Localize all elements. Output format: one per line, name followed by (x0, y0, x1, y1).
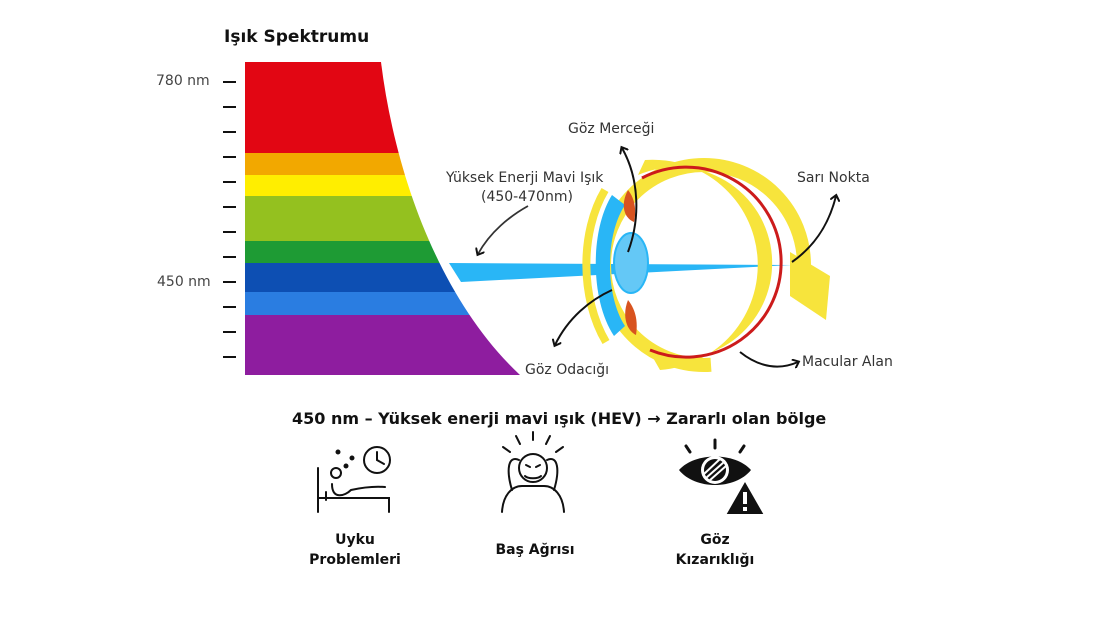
cornea (595, 195, 625, 336)
diagram-title: Işık Spektrumu (224, 27, 370, 47)
eye-diagram (582, 158, 830, 372)
blue-light-label-line1: Yüksek Enerji Mavi Işık (446, 170, 604, 186)
eye-lens (613, 232, 649, 294)
spectrum-band-red (245, 62, 520, 153)
blue-light-label-line2: (450-470nm) (481, 189, 573, 205)
blue-light-arrow (478, 205, 529, 254)
fovea-label: Sarı Nokta (797, 170, 870, 186)
chamber-arrow (555, 289, 613, 345)
tick-label-780: 780 nm (156, 73, 210, 89)
headache-icon (501, 431, 565, 513)
macula-arrow (739, 351, 798, 367)
chamber-label: Göz Odacığı (525, 362, 610, 378)
fovea-arrow (791, 196, 836, 263)
wavelength-ticks (223, 81, 236, 358)
spectrum-band-violet (245, 315, 520, 375)
iris-bottom (625, 300, 637, 335)
retina (641, 165, 783, 359)
effect-label-headache: Baş Ağrısı (495, 542, 575, 558)
lens-arrow (622, 148, 638, 253)
hev-caption: 450 nm – Yüksek enerji mavi ışık (HEV) →… (292, 409, 827, 428)
lens-label: Göz Merceği (568, 121, 655, 137)
iris-top (623, 190, 636, 222)
macula-label: Macular Alan (802, 354, 893, 370)
sleep-icon (317, 446, 391, 513)
tick-label-450: 450 nm (157, 274, 211, 290)
spectrum-band-light-blue (245, 292, 520, 315)
optic-nerve (790, 252, 830, 320)
light-spectrum (245, 62, 520, 375)
effect-label-sleep: Uyku Problemleri (309, 532, 401, 568)
effect-label-redness: Göz Kızarıklığı (675, 532, 755, 568)
eye-warning-icon (679, 438, 767, 516)
spectrum-band-green (245, 241, 520, 263)
